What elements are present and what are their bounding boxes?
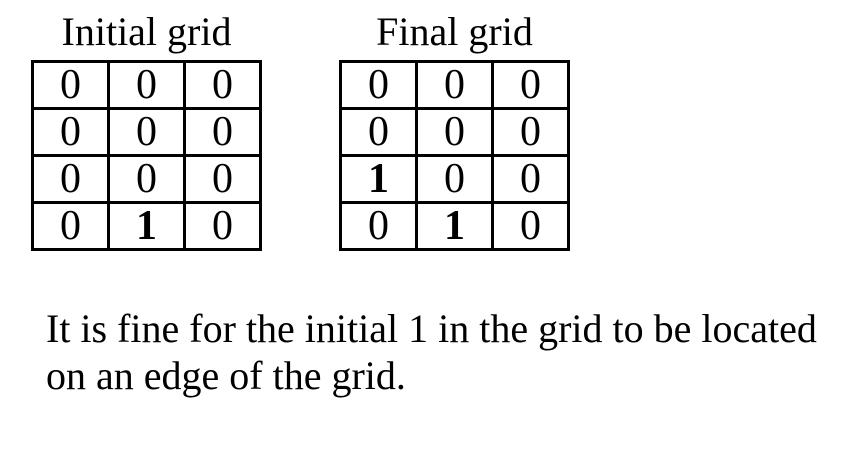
grid-cell: 1	[339, 154, 418, 204]
grid-cell: 0	[491, 60, 570, 110]
initial-grid-table: 0 0 0 0 0 0 0 0 0 0 1 0	[31, 60, 262, 251]
initial-grid-section: Initial grid 0 0 0 0 0 0 0 0 0 0 1 0	[30, 10, 263, 251]
grid-cell: 0	[31, 154, 110, 204]
grid-cell: 0	[183, 107, 262, 157]
grid-cell: 0	[491, 107, 570, 157]
grid-cell: 1	[107, 201, 186, 251]
grid-cell: 0	[107, 107, 186, 157]
grid-cell: 0	[107, 60, 186, 110]
table-row: 0 0 0	[339, 60, 570, 110]
table-row: 1 0 0	[339, 154, 570, 204]
grid-cell: 0	[31, 60, 110, 110]
grid-cell: 0	[339, 107, 418, 157]
table-row: 0 0 0	[31, 107, 262, 157]
grid-cell: 1	[415, 201, 494, 251]
grid-cell: 0	[31, 201, 110, 251]
grid-cell: 0	[491, 154, 570, 204]
grid-cell: 0	[339, 60, 418, 110]
grid-cell: 0	[415, 154, 494, 204]
grid-cell: 0	[415, 60, 494, 110]
final-grid-table: 0 0 0 0 0 0 1 0 0 0 1 0	[339, 60, 570, 251]
final-grid-title: Final grid	[376, 9, 533, 54]
grid-cell: 0	[415, 107, 494, 157]
caption-line-1: It is fine for the initial 1 in the grid…	[46, 306, 817, 351]
caption-text: It is fine for the initial 1 in the grid…	[46, 305, 817, 399]
table-row: 0 0 0	[31, 60, 262, 110]
initial-grid-title: Initial grid	[61, 9, 232, 54]
table-row: 0 1 0	[339, 201, 570, 251]
final-grid-section: Final grid 0 0 0 0 0 0 1 0 0 0 1 0	[338, 10, 571, 251]
grid-cell: 0	[183, 60, 262, 110]
grid-cell: 0	[339, 201, 418, 251]
grid-cell: 0	[31, 107, 110, 157]
grid-cell: 0	[107, 154, 186, 204]
table-row: 0 1 0	[31, 201, 262, 251]
grid-cell: 0	[183, 201, 262, 251]
table-row: 0 0 0	[339, 107, 570, 157]
grid-cell: 0	[183, 154, 262, 204]
table-row: 0 0 0	[31, 154, 262, 204]
caption-line-2: on an edge of the grid.	[46, 353, 406, 398]
grid-cell: 0	[491, 201, 570, 251]
